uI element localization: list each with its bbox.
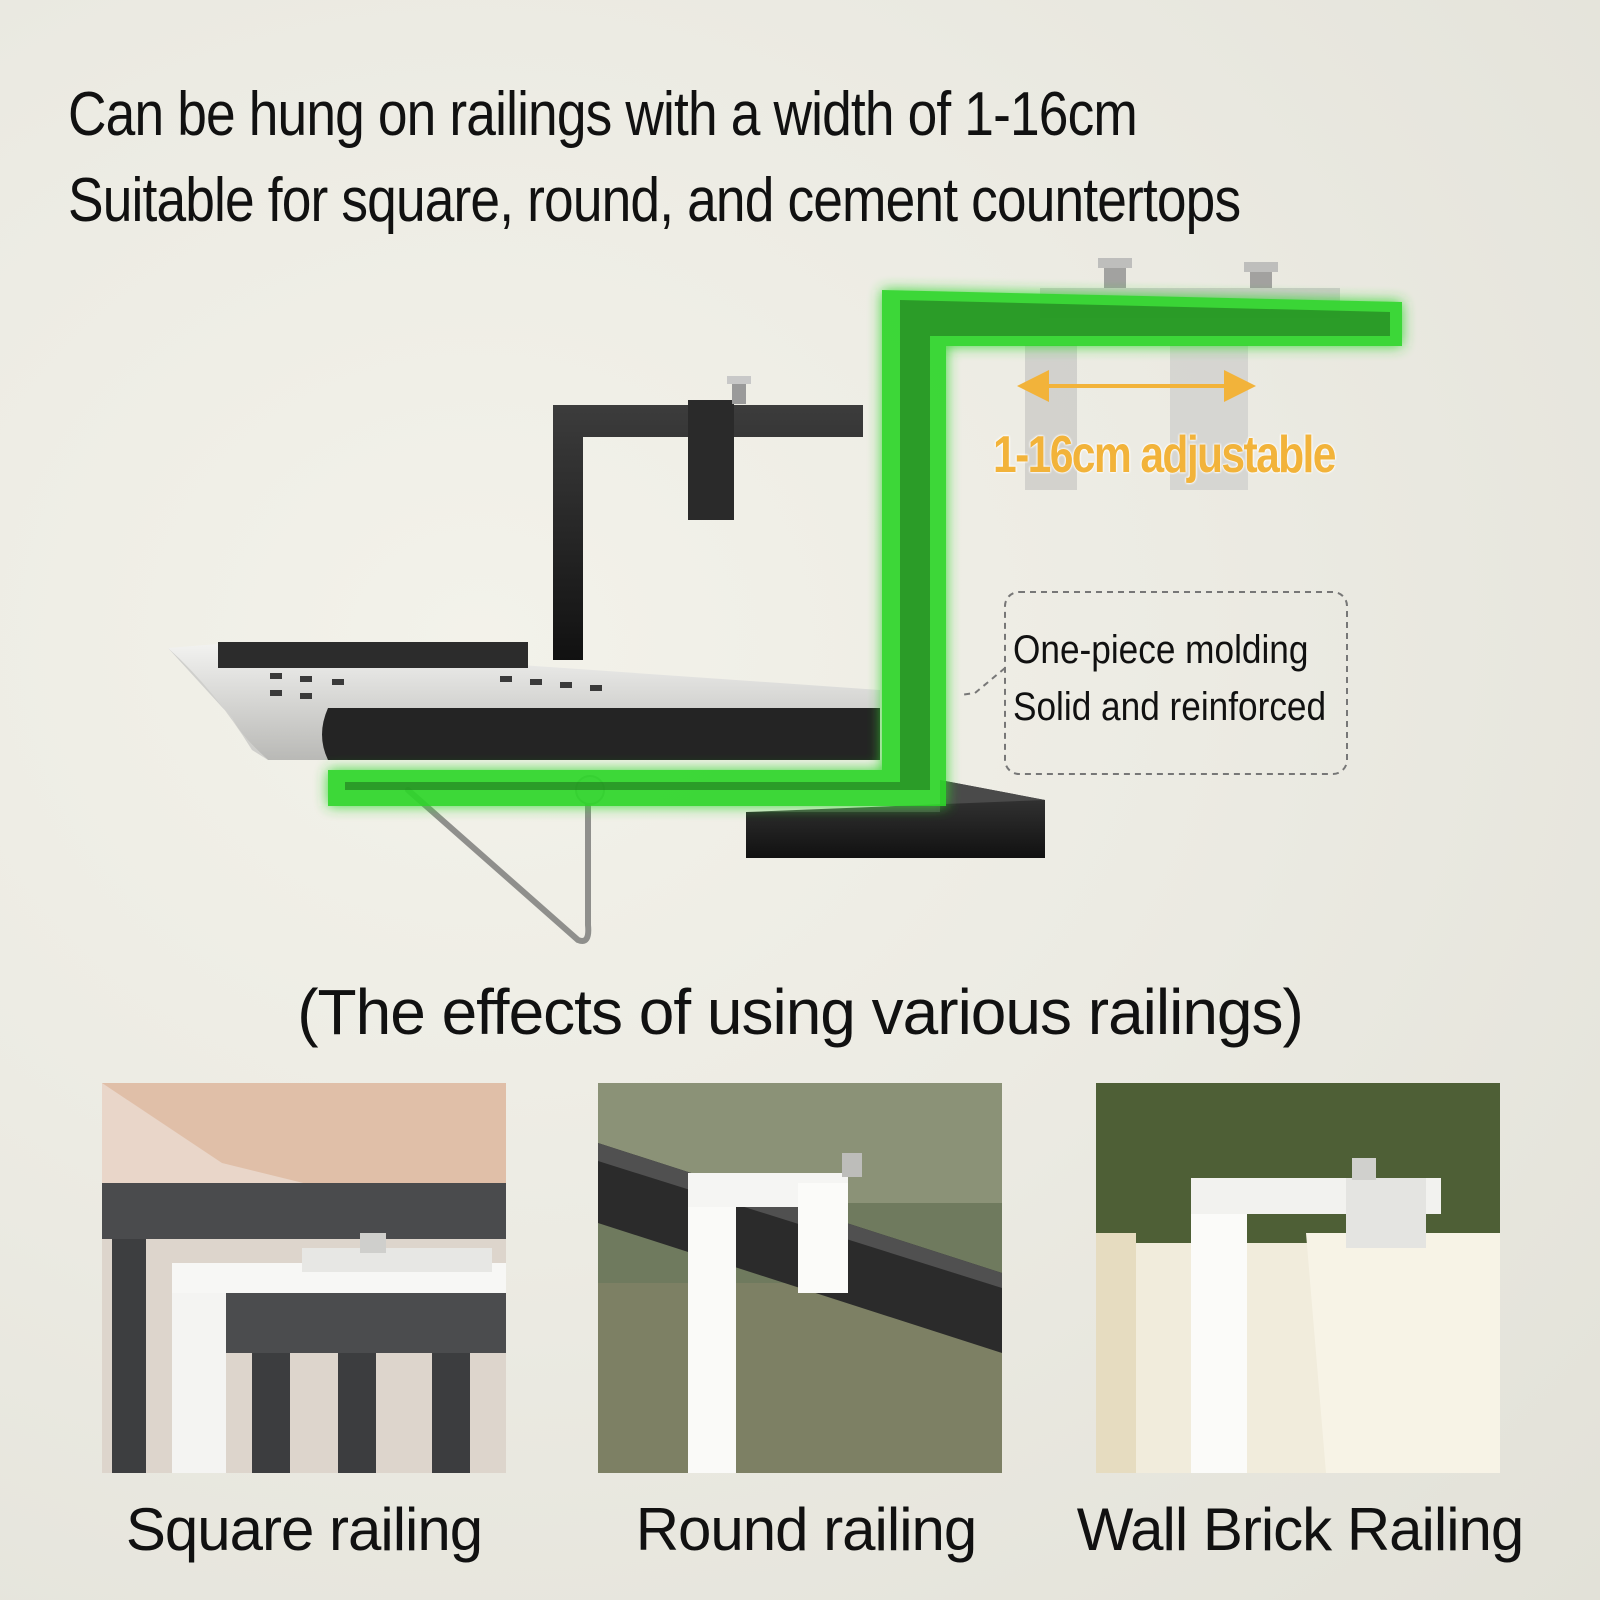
round-railing-caption: Round railing [635,1496,978,1563]
callout-line-2: Solid and reinforced [1013,685,1327,729]
base-bracket [746,780,1045,858]
callout-line-1: One-piece molding [1013,628,1309,672]
rear-bracket [553,376,863,660]
wall-brick-railing-caption: Wall Brick Railing [1076,1496,1525,1563]
headline: Can be hung on railings with a width of … [68,72,1241,244]
callout-text: One-piece molding Solid and reinforced [1013,622,1326,736]
headline-line-2: Suitable for square, round, and cement c… [68,166,1241,235]
square-railing-image [102,1083,506,1473]
shelf-tray [168,642,880,760]
wall-brick-railing-image [1096,1083,1500,1473]
shelf-bracket-illustration [168,258,1402,944]
railings-heading: (The effects of using various railings) [297,976,1304,1048]
round-railing-image [598,1083,1002,1473]
adjustable-label: 1-16cm adjustable [993,426,1336,484]
square-railing-caption: Square railing [125,1496,483,1563]
callout-box [959,591,1348,775]
highlighted-bracket [328,290,1402,806]
headline-line-1: Can be hung on railings with a width of … [68,80,1138,149]
